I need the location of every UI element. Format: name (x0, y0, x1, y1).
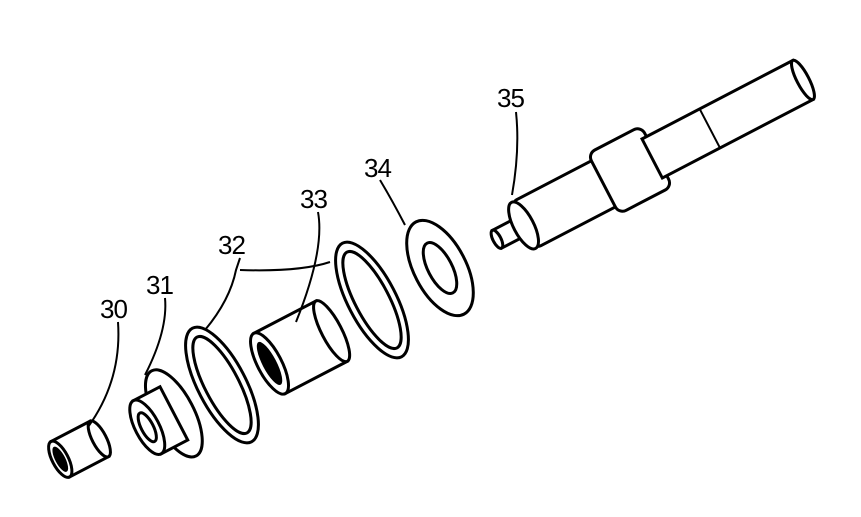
ring-32-left (184, 325, 260, 445)
shaft-35 (489, 58, 816, 251)
label-35: 35 (497, 83, 524, 113)
label-34: 34 (364, 153, 391, 183)
leader-lines (87, 111, 519, 428)
cage-31 (128, 368, 204, 459)
ring-32-right (334, 240, 410, 360)
label-30: 30 (100, 294, 127, 324)
label-33: 33 (300, 184, 327, 214)
washer-34 (405, 218, 475, 318)
label-31: 31 (146, 270, 173, 300)
label-32: 32 (218, 230, 245, 260)
sleeve-30 (47, 419, 112, 479)
needle-bearing-33 (249, 298, 352, 396)
